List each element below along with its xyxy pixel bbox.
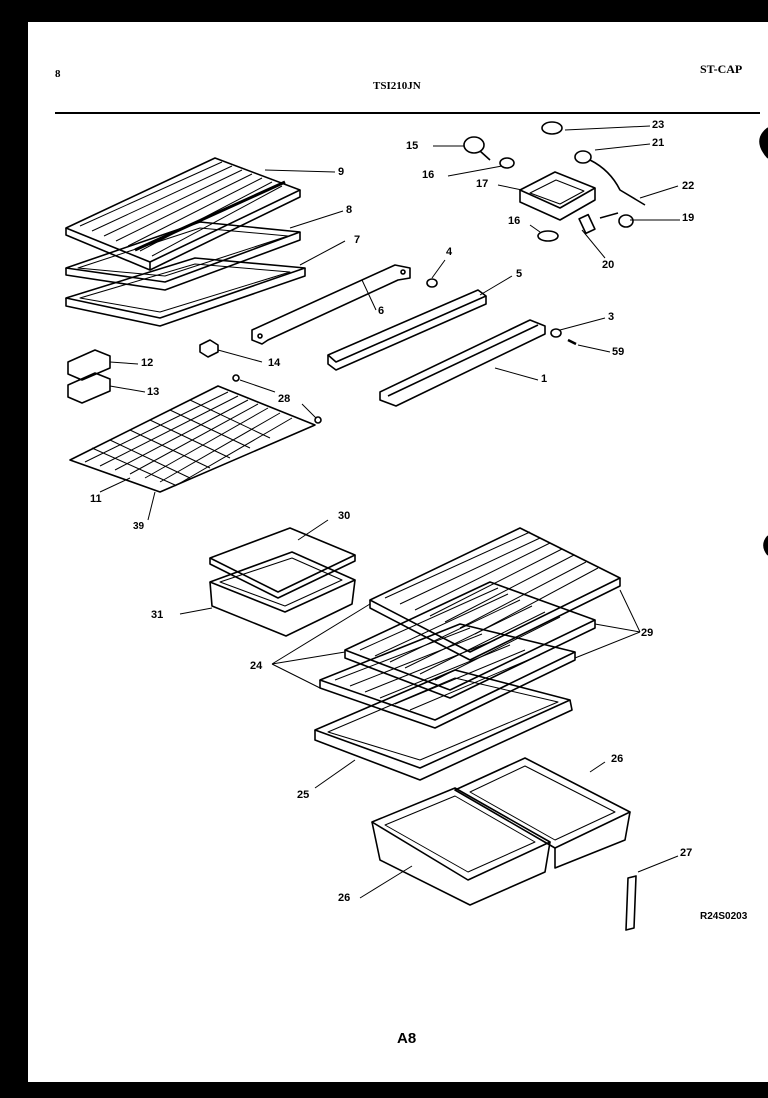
part-7-frame <box>65 257 306 327</box>
callout-27: 27 <box>680 847 693 859</box>
callout-31: 31 <box>151 609 164 621</box>
callout-19: 19 <box>682 212 695 224</box>
edge-mark <box>763 535 768 556</box>
callout-16-bottom: 16 <box>508 215 521 227</box>
callout-1: 1 <box>541 373 548 385</box>
part-31-pan <box>209 551 356 637</box>
part-12-13-clips <box>67 349 111 404</box>
callout-11: 11 <box>90 493 102 505</box>
part-26-drawers <box>371 757 631 906</box>
callout-7: 7 <box>354 234 361 246</box>
callout-4: 4 <box>446 246 453 258</box>
callout-20: 20 <box>602 259 615 271</box>
callout-8: 8 <box>346 204 353 216</box>
callout-17: 17 <box>476 178 489 190</box>
callout-30: 30 <box>338 510 351 522</box>
callout-25: 25 <box>297 789 310 801</box>
part-27-handle <box>625 875 637 931</box>
page-footer-code: A8 <box>397 1030 417 1047</box>
callout-59: 59 <box>612 346 625 358</box>
part-5-bracket <box>327 289 487 371</box>
callout-6: 6 <box>378 305 385 317</box>
callout-39: 39 <box>133 521 145 532</box>
part-59 <box>567 338 577 346</box>
part-6-bracket <box>251 264 411 345</box>
part-3 <box>550 328 562 338</box>
callout-23: 23 <box>652 119 665 131</box>
edge-mark <box>759 127 768 159</box>
sheet <box>28 22 768 1082</box>
part-29-shelves <box>319 527 621 729</box>
callout-14: 14 <box>268 357 281 369</box>
callout-5: 5 <box>516 268 523 280</box>
callout-28: 28 <box>278 393 291 405</box>
part-25-frame <box>314 669 573 781</box>
part-1-channel <box>379 319 546 407</box>
part-4 <box>426 278 438 288</box>
callout-3: 3 <box>608 311 615 323</box>
callout-26-right: 26 <box>611 753 624 765</box>
part-30-cover <box>209 527 356 599</box>
callout-12: 12 <box>141 357 154 369</box>
model-number: TSI210JN <box>373 80 421 92</box>
page-number: 8 <box>55 68 61 80</box>
callout-26-left: 26 <box>338 892 351 904</box>
drawing-reference: R24S0203 <box>700 911 748 922</box>
callout-15: 15 <box>406 140 419 152</box>
callout-9: 9 <box>338 166 345 178</box>
part-14 <box>199 339 219 358</box>
callout-22: 22 <box>682 180 695 192</box>
callout-24: 24 <box>250 660 263 672</box>
callout-29: 29 <box>641 627 654 639</box>
callout-21: 21 <box>652 137 665 149</box>
section-code: ST-CAP <box>700 62 743 76</box>
callout-16-top: 16 <box>422 169 435 181</box>
leader-lines <box>99 125 680 899</box>
part-11-wire-shelf <box>69 374 322 493</box>
light-assembly <box>463 121 646 242</box>
callout-13: 13 <box>147 386 160 398</box>
part-9-shelf <box>65 157 301 271</box>
